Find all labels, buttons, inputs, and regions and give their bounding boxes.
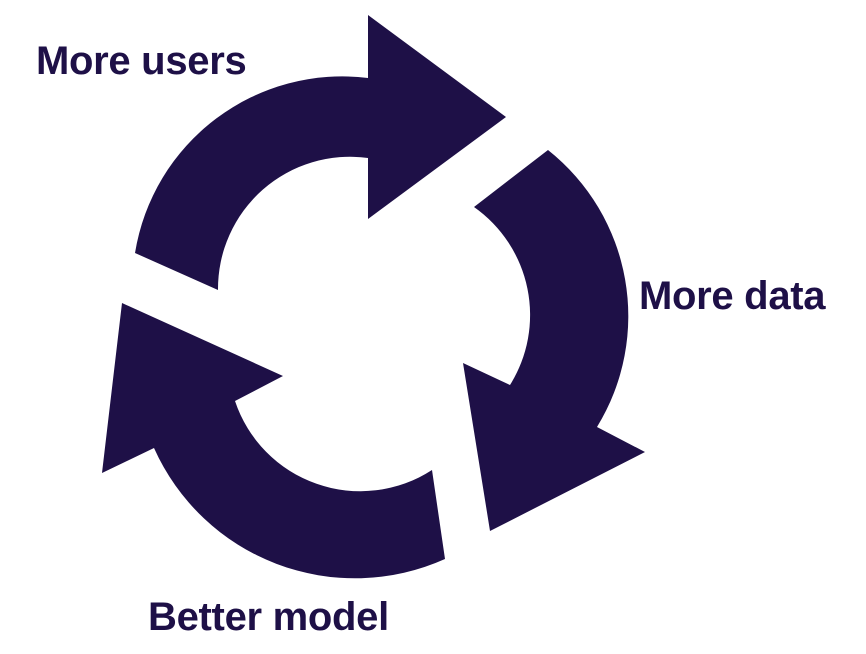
label-more-users: More users [36,39,247,83]
arrow-more-users [135,15,506,290]
label-better-model: Better model [148,595,389,639]
label-more-data: More data [639,274,826,318]
arrow-more-data [463,150,645,531]
arrow-better-model [102,303,445,579]
